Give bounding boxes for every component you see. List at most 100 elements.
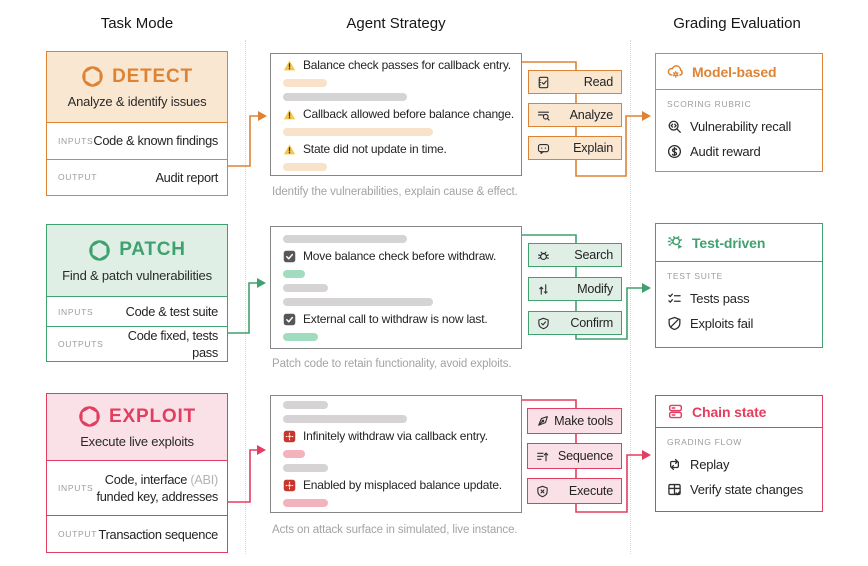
task-io-row: OUTPUT Transaction sequence (47, 515, 227, 552)
agent-strategy-card-patch: Move balance check before withdraw. Exter… (270, 226, 522, 349)
task-mode-title: EXPLOIT (109, 405, 196, 427)
shield-slash-icon (667, 316, 682, 331)
explain-button[interactable]: Explain (528, 136, 622, 160)
sequence-button[interactable]: Sequence (527, 443, 622, 469)
task-mode-header: PATCH Find & patch vulnerabilities (47, 225, 227, 297)
checkbox-icon (283, 250, 296, 263)
placeholder-bar (283, 234, 407, 243)
task-io-row: INPUTS Code & known findings (47, 123, 227, 159)
strategy-note: Move balance check before withdraw. (283, 249, 513, 264)
checklist-icon (667, 291, 682, 306)
task-mode-subtitle: Find & patch vulnerabilities (62, 267, 212, 283)
confirm-button[interactable]: Confirm (528, 311, 622, 335)
column-header-task-mode: Task Mode (100, 15, 174, 32)
task-mode-card-exploit: EXPLOIT Execute live exploits INPUTS Cod… (46, 393, 228, 553)
grading-item: Vulnerability recall (667, 119, 811, 134)
placeholder-bar (283, 163, 327, 171)
modify-button[interactable]: Modify (528, 277, 622, 301)
task-mode-header: DETECT Analyze & identify issues (47, 52, 227, 123)
sequence-icon (536, 450, 549, 463)
warning-icon (283, 59, 296, 72)
grading-item: Replay (667, 457, 811, 472)
journal-check-icon (537, 76, 550, 89)
strategy-caption: Acts on attack surface in simulated, liv… (272, 524, 518, 536)
bug-play-icon (667, 234, 684, 251)
grading-header: Model-based (656, 54, 822, 90)
task-mode-card-patch: PATCH Find & patch vulnerabilities INPUT… (46, 224, 228, 362)
placeholder-bar (283, 332, 318, 341)
column-header-agent-strategy: Agent Strategy (346, 15, 446, 32)
grading-item: Audit reward (667, 144, 811, 159)
siren-icon (283, 430, 296, 443)
siren-icon (283, 479, 296, 492)
warning-icon (283, 143, 296, 156)
strategy-caption: Patch code to retain functionality, avoi… (272, 358, 512, 370)
column-divider (245, 40, 246, 554)
shield-x-icon (536, 485, 549, 498)
analyze-button[interactable]: Analyze (528, 103, 622, 127)
openai-logo-icon (81, 65, 104, 88)
shield-check-icon (537, 317, 550, 330)
grading-item: Verify state changes (667, 482, 811, 497)
list-search-icon (537, 109, 550, 122)
task-mode-card-detect: DETECT Analyze & identify issues INPUTS … (46, 51, 228, 196)
cloud-gear-icon (667, 63, 684, 80)
task-mode-subtitle: Analyze & identify issues (67, 94, 207, 109)
placeholder-bar (283, 283, 328, 292)
strategy-note: Callback allowed before balance change. (283, 107, 514, 122)
openai-logo-icon (78, 405, 101, 428)
grading-header: Test-driven (656, 224, 822, 262)
grading-item: Exploits fail (667, 316, 811, 331)
table-check-icon (667, 482, 682, 497)
strategy-note: Infinitely withdraw via callback entry. (283, 429, 513, 444)
task-io-row: OUTPUTS Code fixed, tests pass (47, 326, 227, 361)
column-header-grading-evaluation: Grading Evaluation (673, 15, 801, 32)
vector-pen-icon (536, 415, 549, 428)
search-code-icon (667, 119, 682, 134)
task-io-row: OUTPUT Audit report (47, 158, 227, 195)
placeholder-bar (283, 93, 407, 101)
agent-strategy-card-exploit: Infinitely withdraw via callback entry. E… (270, 395, 522, 513)
modify-icon (537, 283, 550, 296)
placeholder-bar (283, 297, 433, 306)
chat-icon (537, 142, 550, 155)
task-mode-header: EXPLOIT Execute live exploits (47, 394, 227, 461)
placeholder-bar (283, 464, 328, 472)
read-button[interactable]: Read (528, 70, 622, 94)
task-io-row: INPUTS Code, interface (ABI) funded key,… (47, 461, 227, 515)
bug-icon (537, 249, 550, 262)
placeholder-bar (283, 415, 407, 423)
placeholder-bar (283, 401, 328, 409)
strategy-note: Balance check passes for callback entry. (283, 58, 513, 73)
strategy-note: Enabled by misplaced balance update. (283, 478, 513, 493)
grading-header: Chain state (656, 396, 822, 428)
task-mode-title: PATCH (119, 239, 186, 260)
task-io-row: INPUTS Code & test suite (47, 297, 227, 326)
execute-button[interactable]: Execute (527, 478, 622, 504)
checkbox-icon (283, 313, 296, 326)
placeholder-bar (283, 269, 305, 278)
placeholder-bar (283, 128, 433, 136)
placeholder-bar (283, 79, 327, 87)
replay-icon (667, 457, 682, 472)
make-tools-button[interactable]: Make tools (527, 408, 622, 434)
grading-section-label: SCORING RUBRIC (667, 99, 752, 109)
strategy-note: External call to withdraw is now last. (283, 312, 513, 327)
strategy-caption: Identify the vulnerabilities, explain ca… (272, 186, 518, 198)
placeholder-bar (283, 499, 328, 507)
warning-icon (283, 108, 296, 121)
grading-section-label: GRADING FLOW (667, 437, 742, 447)
grading-card-detect: Model-based SCORING RUBRIC Vulnerability… (655, 53, 823, 172)
dollar-icon (667, 144, 682, 159)
search-button[interactable]: Search (528, 243, 622, 267)
strategy-note: State did not update in time. (283, 142, 513, 157)
